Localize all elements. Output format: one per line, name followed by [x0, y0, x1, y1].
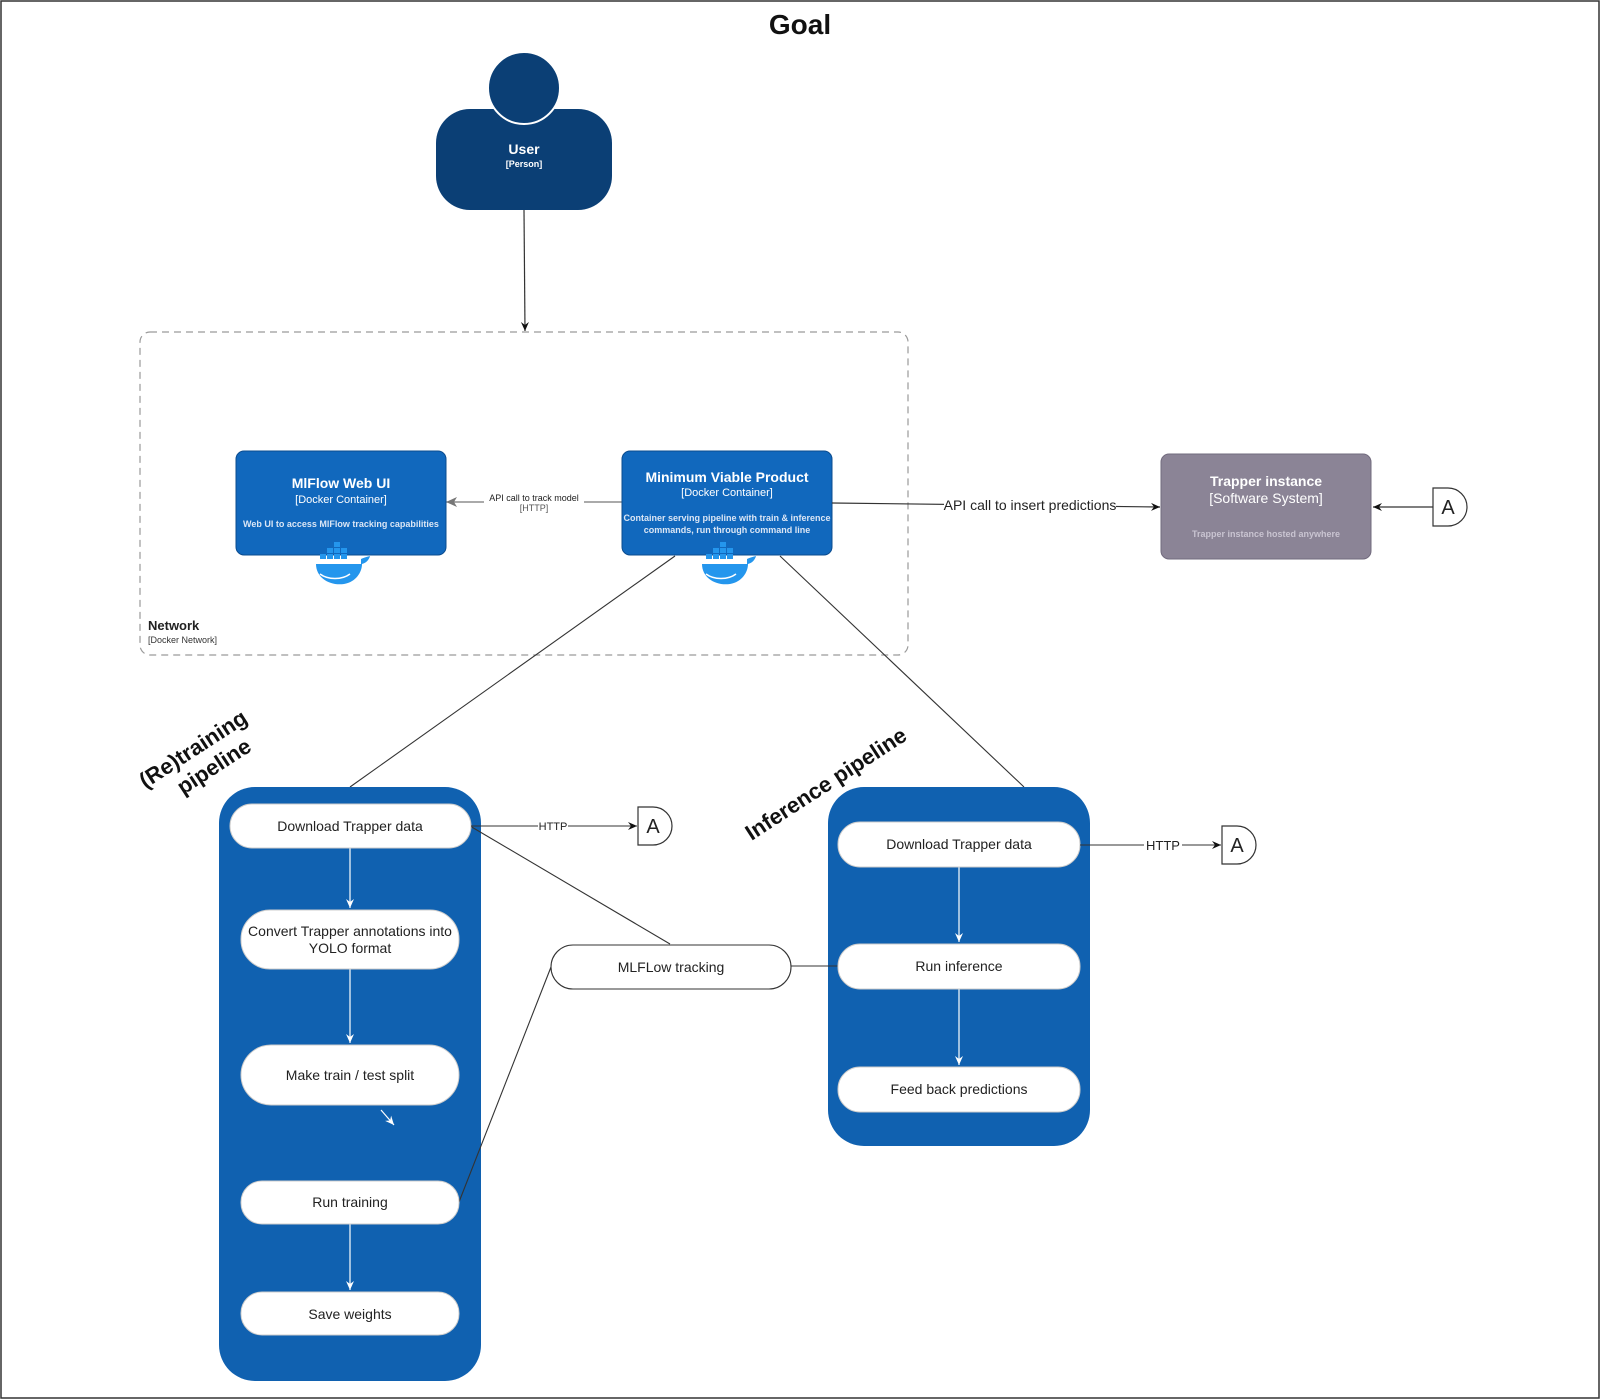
edge-download-to-mlflow — [469, 825, 671, 945]
svg-text:MLFLow tracking: MLFLow tracking — [618, 959, 725, 975]
diagram-title: Goal — [769, 9, 831, 40]
retraining-step-download[interactable]: Download Trapper data — [229, 803, 472, 849]
svg-text:Convert Trapper annotations in: Convert Trapper annotations into — [248, 923, 452, 939]
mvp-name: Minimum Viable Product — [645, 469, 808, 485]
mvp-description-1: Container serving pipeline with train & … — [623, 513, 830, 523]
connector-label: A — [1441, 497, 1455, 519]
edge-label-bg — [944, 496, 1116, 514]
edge-label-track-model-protocol: [HTTP] — [520, 503, 549, 513]
retraining-step-training[interactable]: Run training — [240, 1180, 460, 1225]
edge-label-insert-predictions: API call to insert predictions — [944, 497, 1117, 513]
edge-label-bg — [1144, 837, 1182, 853]
mlflow-web-ui-container[interactable]: MlFlow Web UI [Docker Container] Web UI … — [235, 450, 447, 586]
mlflow-web-ui-name: MlFlow Web UI — [292, 475, 391, 491]
mlflow-web-ui-description: Web UI to access MlFlow tracking capabil… — [243, 519, 439, 529]
inference-step-download[interactable]: Download Trapper data — [837, 821, 1081, 868]
svg-text:YOLO format: YOLO format — [309, 940, 392, 956]
network-label: Network — [148, 618, 200, 633]
network-type: [Docker Network] — [148, 635, 217, 645]
connector-label: A — [646, 816, 660, 838]
retraining-step-convert[interactable]: Convert Trapper annotations into YOLO fo… — [240, 909, 460, 970]
edge-label-http-inference: HTTP — [1146, 838, 1180, 853]
edge-mvp-to-retraining — [349, 555, 676, 788]
connector-a-retraining: A — [637, 806, 673, 846]
retraining-step-split[interactable]: Make train / test split — [240, 1044, 460, 1106]
connector-a-inference: A — [1221, 825, 1257, 865]
mlflow-web-ui-type: [Docker Container] — [295, 494, 387, 506]
user-name: User — [508, 141, 540, 157]
retraining-step-save-weights[interactable]: Save weights — [240, 1291, 460, 1336]
edge-label-track-model: API call to track model — [489, 493, 579, 503]
inference-step-run-inference[interactable]: Run inference — [837, 943, 1081, 990]
user-person[interactable]: User [Person] — [436, 51, 612, 210]
svg-text:Run inference: Run inference — [915, 958, 1002, 974]
user-type: [Person] — [506, 159, 543, 169]
edge-user-to-network — [520, 209, 529, 332]
inference-step-feed-back[interactable]: Feed back predictions — [837, 1066, 1081, 1113]
trapper-instance-box — [1160, 453, 1372, 560]
trapper-instance-type: [Software System] — [1209, 490, 1323, 506]
connector-label: A — [1230, 835, 1244, 857]
network-boundary — [139, 331, 909, 656]
mvp-description-2: commands, run through command line — [644, 525, 811, 535]
trapper-instance-description: Trapper instance hosted anywhere — [1192, 529, 1340, 539]
edge-label-bg — [484, 492, 584, 514]
edge-split-partial-arrow — [380, 1109, 395, 1126]
edge-mvp-to-inference — [779, 555, 1025, 788]
user-body — [436, 109, 612, 210]
svg-text:Download Trapper data: Download Trapper data — [277, 818, 423, 834]
user-head-icon — [487, 51, 561, 125]
connector-a-trapper: A — [1432, 487, 1468, 527]
trapper-instance-name: Trapper instance — [1210, 473, 1322, 489]
svg-text:Save weights: Save weights — [308, 1306, 391, 1322]
mvp-box — [621, 450, 833, 556]
svg-text:Run training: Run training — [312, 1194, 388, 1210]
svg-text:Make train / test split: Make train / test split — [286, 1067, 414, 1083]
edge-label-http-retraining: HTTP — [539, 821, 568, 833]
edge-training-to-mlflow — [458, 966, 552, 1203]
svg-text:Feed back predictions: Feed back predictions — [891, 1081, 1028, 1097]
mvp-container[interactable]: Minimum Viable Product [Docker Container… — [621, 450, 833, 586]
mvp-type: [Docker Container] — [681, 487, 773, 499]
edge-label-bg — [538, 818, 568, 832]
mlflow-tracking-node[interactable]: MLFLow tracking — [550, 944, 792, 990]
svg-text:Download Trapper data: Download Trapper data — [886, 836, 1032, 852]
trapper-instance-system[interactable]: Trapper instance [Software System] Trapp… — [1160, 453, 1372, 560]
